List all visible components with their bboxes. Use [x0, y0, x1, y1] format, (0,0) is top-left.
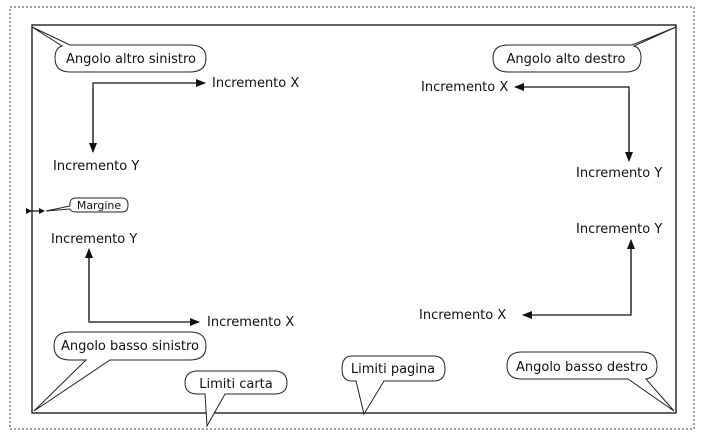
callout-bottom-right: Angolo basso destro — [506, 351, 675, 412]
bl-y-label: Incremento Y — [51, 232, 137, 247]
tr-y-label: Incremento Y — [576, 166, 662, 181]
callout-bottom-left: Angolo basso sinistro — [33, 331, 207, 412]
callout-margin: Margine — [45, 197, 129, 213]
tl-y-label: Incremento Y — [53, 159, 139, 174]
bl-x-label: Incremento X — [207, 315, 294, 330]
paper-limits-border — [9, 6, 695, 430]
tr-x-label: Incremento X — [421, 80, 508, 95]
bl-x-arrow — [88, 252, 200, 326]
callout-paper-limits-label: Limiti carta — [199, 377, 273, 392]
tr-x-arrow — [514, 83, 630, 158]
callout-paper-limits: Limiti carta — [184, 370, 288, 428]
br-x-arrow — [522, 244, 632, 319]
page-limits-border — [31, 24, 677, 414]
callout-top-right: Angolo alto destro — [492, 26, 677, 73]
callout-bottom-right-label: Angolo basso destro — [516, 360, 648, 375]
callout-top-left-label: Angolo altro sinistro — [66, 52, 196, 67]
callout-page-limits-label: Limiti pagina — [351, 362, 435, 377]
callout-page-limits: Limiti pagina — [341, 355, 446, 416]
callout-bottom-left-label: Angolo basso sinistro — [61, 339, 199, 354]
tl-x-arrow — [92, 79, 206, 148]
callout-top-left: Angolo altro sinistro — [31, 26, 207, 73]
br-x-label: Incremento X — [419, 308, 506, 323]
tl-x-label: Incremento X — [212, 76, 299, 91]
br-y-label: Incremento Y — [576, 222, 662, 237]
callout-top-right-label: Angolo alto destro — [507, 52, 626, 67]
callout-margin-label: Margine — [77, 199, 122, 212]
